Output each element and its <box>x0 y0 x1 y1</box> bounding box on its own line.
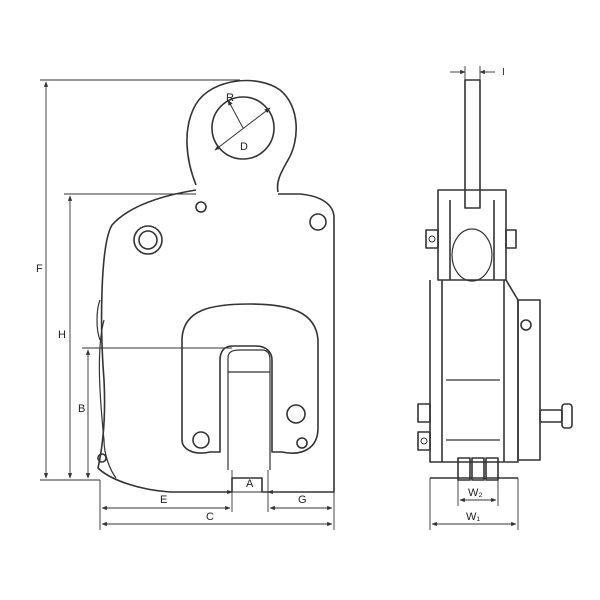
label-B: B <box>78 403 85 415</box>
side-dimensions <box>429 66 519 530</box>
label-C: C <box>206 511 214 523</box>
label-W2: W₂ <box>468 487 483 499</box>
shackle-rod <box>464 79 481 209</box>
eye-dimension-lines <box>214 99 271 151</box>
label-F: F <box>36 263 43 275</box>
jaw-inner-slot <box>227 349 271 470</box>
label-G: G <box>298 494 307 506</box>
rivet-hole-top <box>195 201 207 213</box>
pivot-bolt-outer <box>133 225 163 255</box>
jaw-pad-1 <box>457 457 471 481</box>
rivet-hole-right <box>309 213 327 231</box>
side-bolt-left-top <box>425 229 439 249</box>
rivet-hole-jaw-left <box>192 431 210 449</box>
clamp-body-outline <box>97 189 335 493</box>
side-bolt-left-low <box>417 431 431 451</box>
label-H: H <box>58 329 66 341</box>
vertical-dimensions <box>40 79 240 481</box>
rivet-hole-bottom-right <box>296 437 308 449</box>
label-W1: W₁ <box>466 511 480 523</box>
rivet-hole-bottom-left <box>97 453 107 463</box>
lever-handle <box>539 409 563 423</box>
side-bolt-right-top <box>505 229 517 249</box>
label-A: A <box>246 478 254 490</box>
side-top-block <box>437 189 507 281</box>
side-bolt-left-mid <box>417 403 431 423</box>
cam-housing <box>517 299 541 461</box>
rivet-hole-jaw-right <box>286 404 306 424</box>
cam-pin <box>520 319 532 331</box>
horizontal-dimensions <box>99 470 335 530</box>
side-main-plate <box>429 279 519 463</box>
lifting-eye-outline <box>186 79 297 193</box>
label-D: D <box>240 141 248 153</box>
jaw-pad-3 <box>485 457 499 481</box>
front-view <box>96 79 335 493</box>
label-E: E <box>160 494 167 506</box>
jaw-pad-2 <box>471 457 485 481</box>
label-T: I <box>502 67 505 78</box>
pivot-bolt-inner <box>138 230 158 250</box>
jaw-outline <box>181 303 319 454</box>
cam-arc <box>98 319 117 479</box>
lifting-eye-hole <box>211 96 275 160</box>
label-R: R <box>226 92 234 104</box>
side-view <box>417 79 573 481</box>
